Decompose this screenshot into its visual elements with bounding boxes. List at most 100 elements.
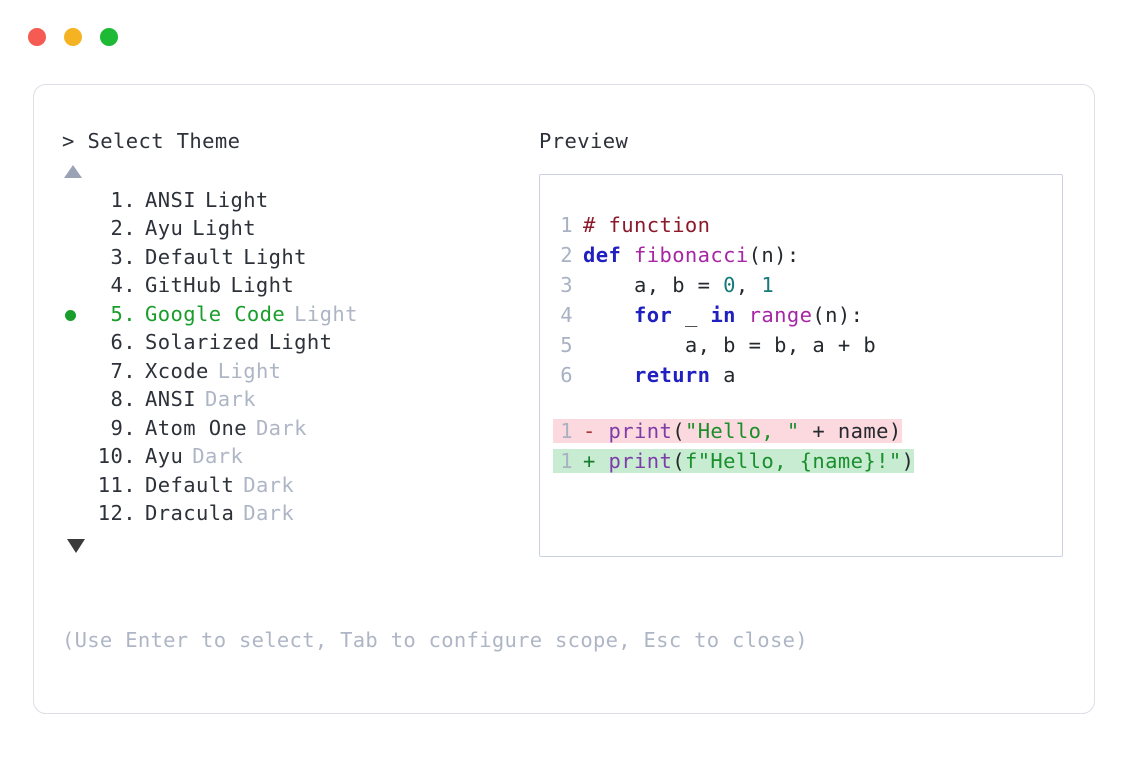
code-token: ( xyxy=(672,418,685,443)
theme-item-number: 2. xyxy=(97,216,136,240)
code-token: def xyxy=(583,242,634,267)
selection-bullet-cell xyxy=(62,302,94,331)
code-token: a, b = xyxy=(583,272,724,297)
code-line-number: 4 xyxy=(560,302,573,327)
selection-bullet-cell xyxy=(62,473,94,502)
theme-item-variant: Light xyxy=(243,244,307,269)
theme-item-variant: Dark xyxy=(192,444,244,468)
selection-bullet-cell xyxy=(62,416,94,445)
code-token: a xyxy=(710,362,736,387)
code-token: (n): xyxy=(748,242,800,267)
preview-label: Preview xyxy=(539,129,629,153)
code-token: a, b = b, a + b xyxy=(583,332,877,357)
theme-item-number: 8. xyxy=(97,387,136,411)
selected-bullet-icon xyxy=(65,310,76,322)
selection-bullet-cell xyxy=(62,387,94,416)
minimize-button-icon[interactable] xyxy=(64,28,82,46)
code-line-text: return a xyxy=(573,363,736,387)
code-token: return xyxy=(633,362,711,387)
code-token: + name) xyxy=(799,418,902,443)
code-line-number: 2 xyxy=(560,242,573,267)
code-line: 2 def fibonacci(n): xyxy=(553,243,1062,273)
diff-removed-line: 1- print("Hello, " + name) xyxy=(553,418,1062,449)
code-token: (n): xyxy=(812,302,864,327)
theme-item-name: Default xyxy=(145,244,235,269)
selection-bullet-cell xyxy=(62,245,94,274)
code-token: print xyxy=(608,448,673,473)
theme-item-name: Google Code xyxy=(145,301,286,326)
code-token: # function xyxy=(583,212,711,237)
theme-item-number: 9. xyxy=(97,415,136,440)
diff-line-number: 1 xyxy=(553,448,573,473)
triangle-up-icon[interactable] xyxy=(64,164,82,178)
code-token: ( xyxy=(672,448,685,473)
theme-item-variant: Light xyxy=(294,301,358,326)
window-controls xyxy=(28,28,118,46)
theme-item-name: Ayu xyxy=(145,444,184,468)
code-token: f"Hello, {name}!" xyxy=(684,448,902,473)
theme-item-variant: Dark xyxy=(243,501,295,525)
code-token: _ xyxy=(672,302,711,327)
close-button-icon[interactable] xyxy=(28,28,46,46)
selection-bullet-cell xyxy=(62,444,94,473)
code-token: 1 xyxy=(761,272,775,297)
theme-item-number: 4. xyxy=(97,273,136,297)
theme-item-variant: Dark xyxy=(243,472,295,497)
selection-bullet-cell xyxy=(62,501,94,530)
code-token: , xyxy=(735,272,762,297)
window-titlebar xyxy=(0,0,1129,74)
selection-bullet-cell xyxy=(62,359,94,388)
theme-item-name: Atom One xyxy=(145,415,247,440)
code-line-number: 5 xyxy=(560,332,573,357)
code-token: range xyxy=(748,302,813,327)
theme-list-item[interactable]: 4. GitHub Light xyxy=(62,273,532,302)
triangle-down-icon[interactable] xyxy=(67,538,85,553)
maximize-button-icon[interactable] xyxy=(100,28,118,46)
theme-list-item[interactable]: 3. Default Light xyxy=(62,245,532,274)
selection-bullet-cell xyxy=(62,330,94,359)
theme-item-name: Default xyxy=(145,472,235,497)
theme-item-name: ANSI xyxy=(145,187,196,212)
code-line: 3 a, b = 0, 1 xyxy=(553,273,1062,303)
code-line-text: a, b = b, a + b xyxy=(573,333,876,357)
code-line-number: 3 xyxy=(560,272,573,297)
theme-item-number: 5. xyxy=(97,301,136,326)
diff-marker: - xyxy=(583,418,609,443)
code-token: in xyxy=(710,302,736,327)
code-token xyxy=(583,363,634,387)
theme-item-number: 3. xyxy=(97,244,136,269)
code-line-number: 1 xyxy=(560,212,573,237)
code-line-text: a, b = 0, 1 xyxy=(573,273,774,297)
code-token: "Hello, " xyxy=(684,418,800,443)
page-title: > Select Theme xyxy=(62,129,241,153)
theme-item-name: Dracula xyxy=(145,501,235,525)
code-token: print xyxy=(608,418,673,443)
code-line: 6 return a xyxy=(553,363,1062,393)
theme-item-name: ANSI xyxy=(145,387,196,411)
diff-line-number: 1 xyxy=(553,418,573,443)
code-spacer xyxy=(553,393,1062,419)
code-line-number: 6 xyxy=(560,362,573,387)
code-token: fibonacci xyxy=(633,242,749,267)
code-token xyxy=(583,303,634,327)
theme-item-variant: Light xyxy=(230,273,295,297)
theme-item-name: Xcode xyxy=(145,358,209,383)
theme-item-number: 7. xyxy=(97,358,136,383)
theme-item-name: GitHub xyxy=(145,273,222,297)
theme-list-item[interactable]: 5. Google Code Light xyxy=(62,302,532,331)
code-line: 5 a, b = b, a + b xyxy=(553,333,1062,363)
